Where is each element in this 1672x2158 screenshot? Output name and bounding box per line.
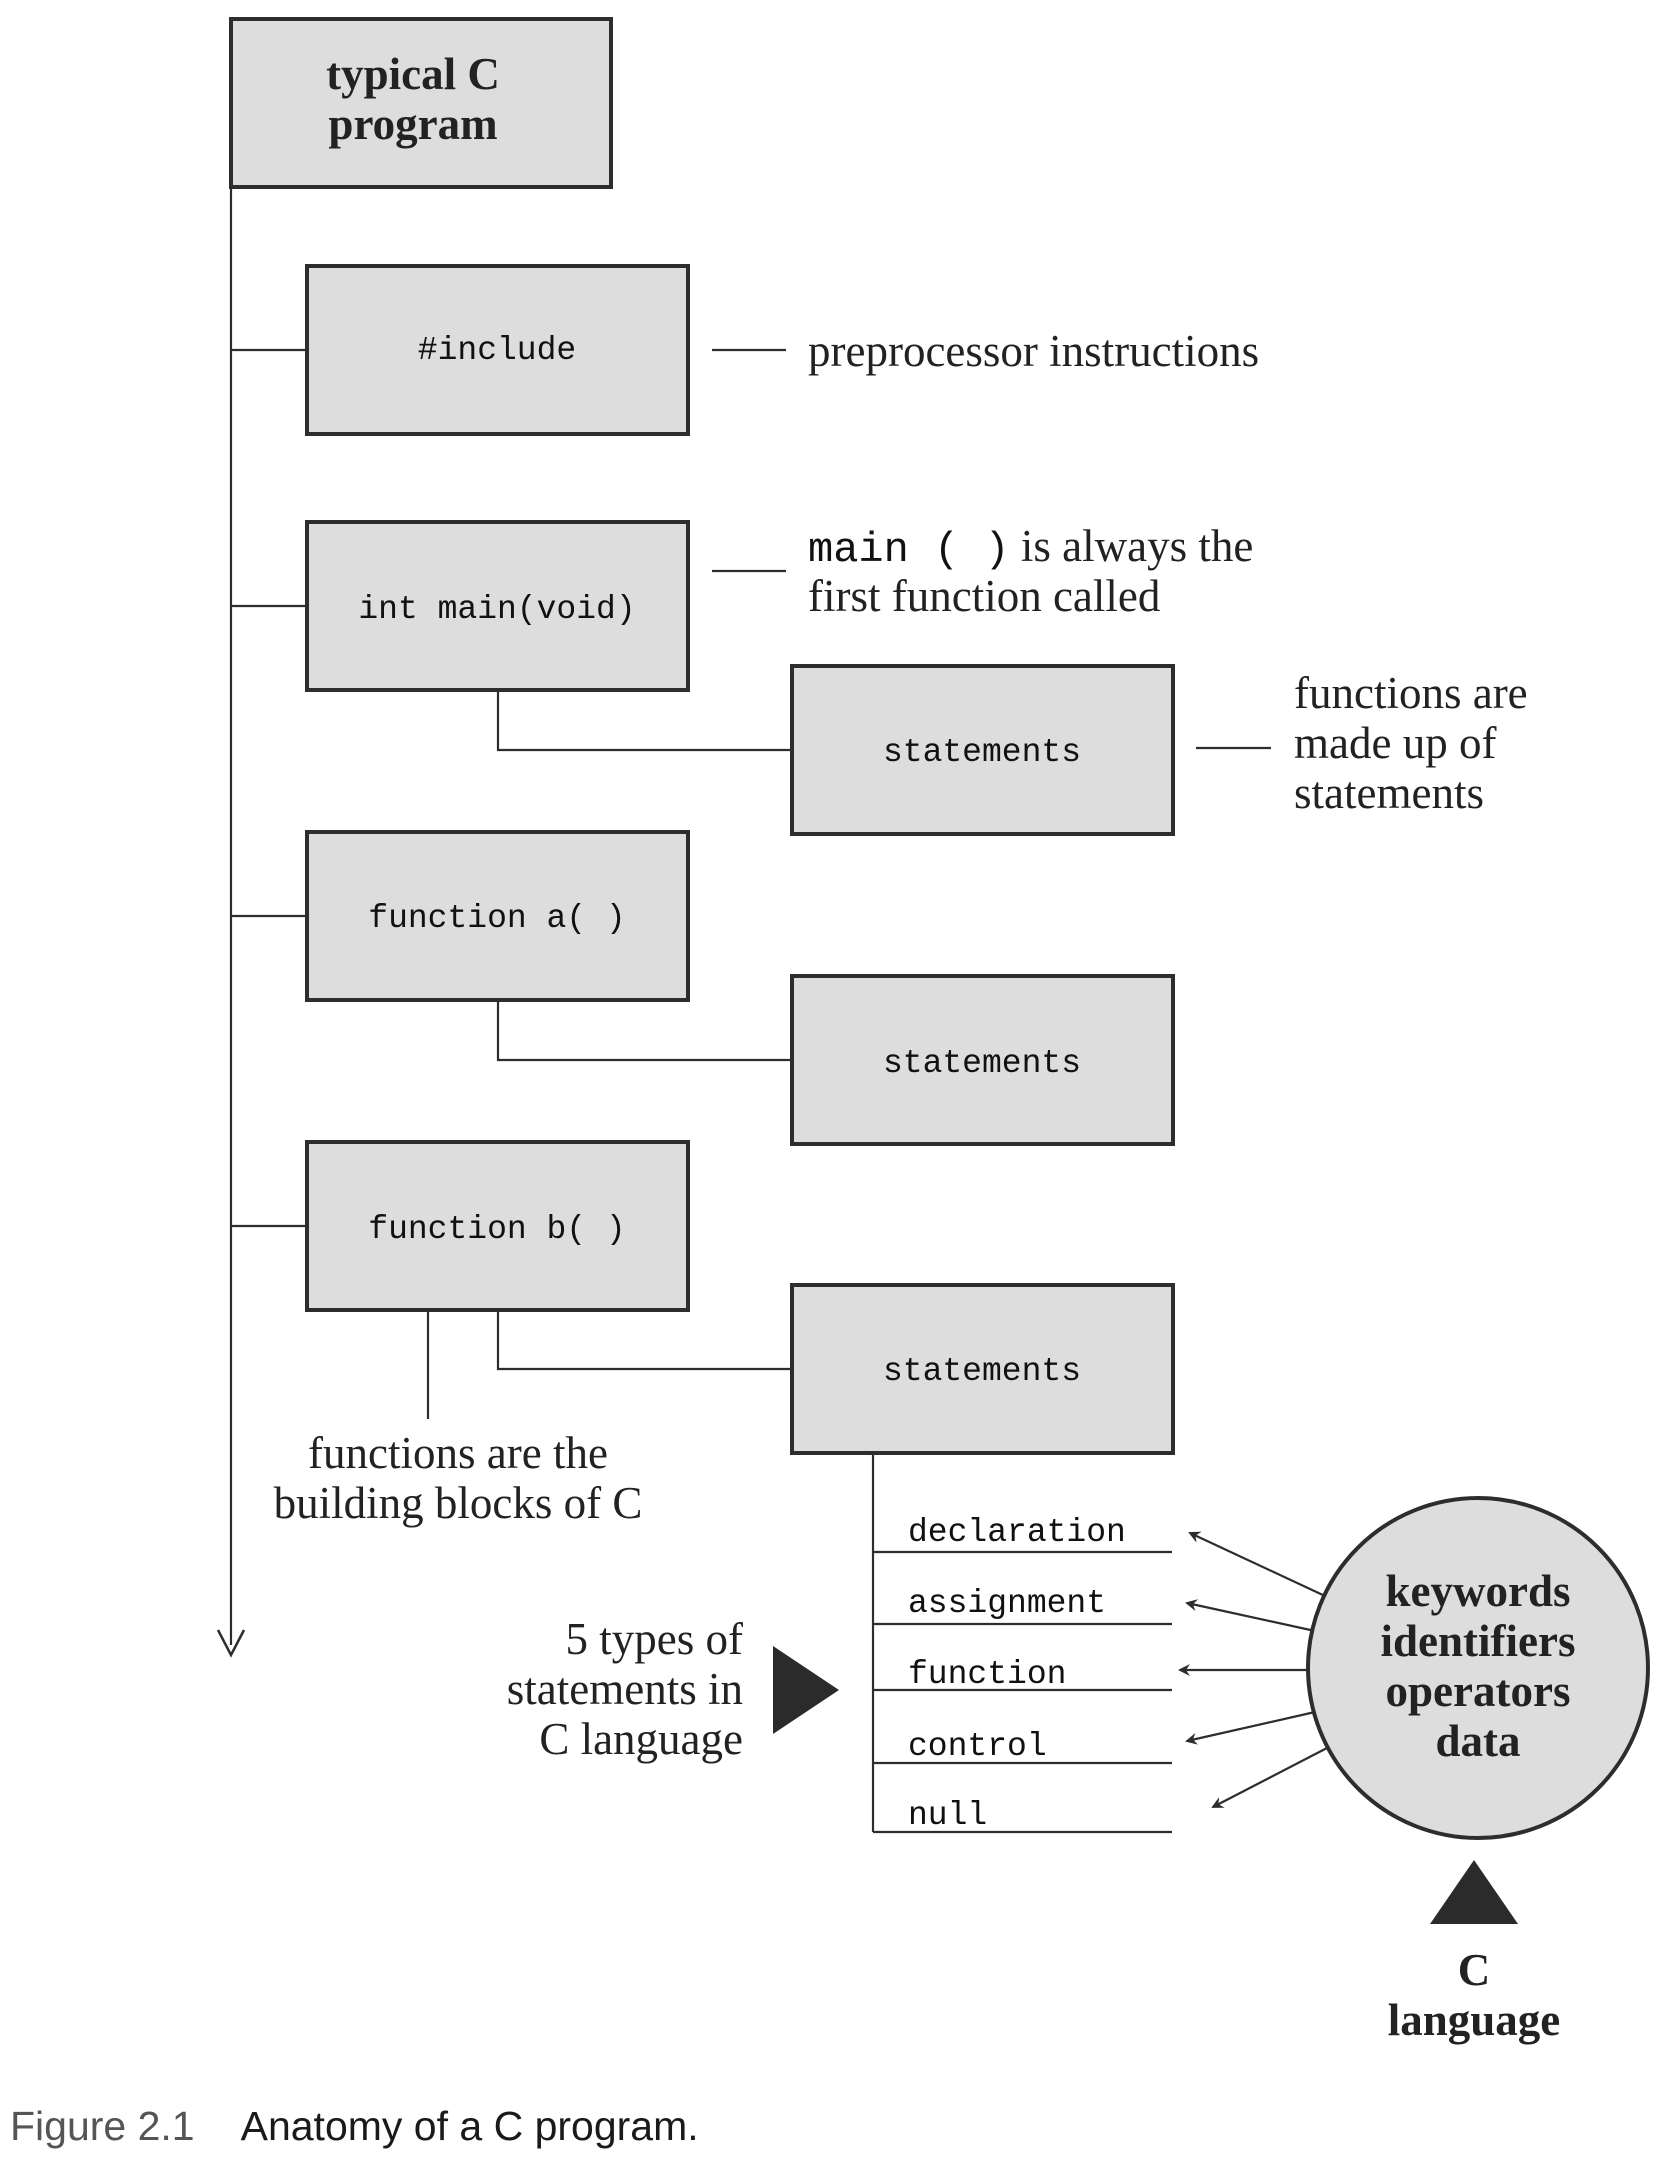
include-box-label: #include bbox=[418, 332, 576, 369]
blocks-note-line2: building blocks of C bbox=[274, 1478, 643, 1528]
statements-box-1 bbox=[790, 664, 1175, 836]
figure-caption-text: Anatomy of a C program. bbox=[241, 2103, 699, 2149]
circle-item-identifiers: identifiers bbox=[1381, 1616, 1576, 1666]
arrow-to-assignment bbox=[1185, 1599, 1316, 1633]
types-note-line1: 5 types of bbox=[566, 1614, 743, 1664]
statement-type-assignment: assignment bbox=[908, 1585, 1106, 1622]
statements-note-line1: functions are bbox=[1294, 668, 1528, 718]
main-note-line2: first function called bbox=[808, 571, 1160, 621]
statements-box-2 bbox=[790, 974, 1175, 1146]
function-a-to-statements-connector bbox=[496, 1000, 792, 1062]
arrow-to-declaration bbox=[1188, 1531, 1326, 1597]
types-note-line3: C language bbox=[539, 1714, 743, 1764]
statement-type-null: null bbox=[908, 1797, 987, 1834]
figure-caption: Figure 2.1 Anatomy of a C program. bbox=[10, 2103, 699, 2149]
statements-box-2-label: statements bbox=[883, 1045, 1081, 1082]
main-box bbox=[305, 520, 690, 692]
statement-types-list: declaration assignment function control … bbox=[873, 1514, 1172, 1834]
function-b-to-statements-connector bbox=[496, 1310, 792, 1371]
c-language-label-line2: language bbox=[1388, 1995, 1561, 2045]
title-line1: typical C bbox=[326, 49, 500, 99]
main-note-rest: is always the bbox=[1010, 521, 1254, 571]
circle-item-keywords: keywords bbox=[1385, 1566, 1570, 1616]
c-language-label-line1: C bbox=[1458, 1945, 1491, 1995]
title-box bbox=[229, 17, 613, 189]
function-a-box-label: function a( ) bbox=[368, 900, 625, 937]
main-box-label: int main(void) bbox=[358, 591, 635, 628]
up-pointer-triangle-icon bbox=[1430, 1860, 1518, 1924]
title-line2: program bbox=[328, 99, 497, 149]
statement-type-control: control bbox=[908, 1728, 1047, 1765]
function-b-box bbox=[305, 1140, 690, 1312]
main-to-statements-connector bbox=[496, 690, 792, 752]
function-a-box bbox=[305, 830, 690, 1002]
spine-arrowhead bbox=[216, 1629, 246, 1658]
statements-box-1-label: statements bbox=[883, 734, 1081, 771]
statements-note-line2: made up of bbox=[1294, 718, 1496, 768]
statements-box-3-label: statements bbox=[883, 1353, 1081, 1390]
c-language-elements-circle bbox=[1306, 1496, 1650, 1840]
circle-item-operators: operators bbox=[1386, 1666, 1571, 1716]
include-note: preprocessor instructions bbox=[808, 326, 1259, 376]
right-pointer-triangle-icon bbox=[773, 1646, 839, 1734]
circle-item-data: data bbox=[1435, 1716, 1520, 1766]
blocks-note-line1: functions are the bbox=[308, 1428, 608, 1478]
main-note-line1: main ( ) is always the bbox=[808, 521, 1253, 574]
arrow-to-control bbox=[1185, 1710, 1316, 1745]
statements-note-line3: statements bbox=[1294, 768, 1484, 818]
main-note-code: main ( ) bbox=[808, 526, 1010, 574]
statement-type-function: function bbox=[908, 1656, 1066, 1693]
include-box bbox=[305, 264, 690, 436]
statements-box-3 bbox=[790, 1283, 1175, 1455]
statement-type-declaration: declaration bbox=[908, 1514, 1126, 1551]
figure-caption-label: Figure 2.1 bbox=[10, 2103, 195, 2149]
function-b-box-label: function b( ) bbox=[368, 1211, 625, 1248]
arrow-to-null bbox=[1211, 1747, 1328, 1808]
types-note-line2: statements in bbox=[507, 1664, 743, 1714]
